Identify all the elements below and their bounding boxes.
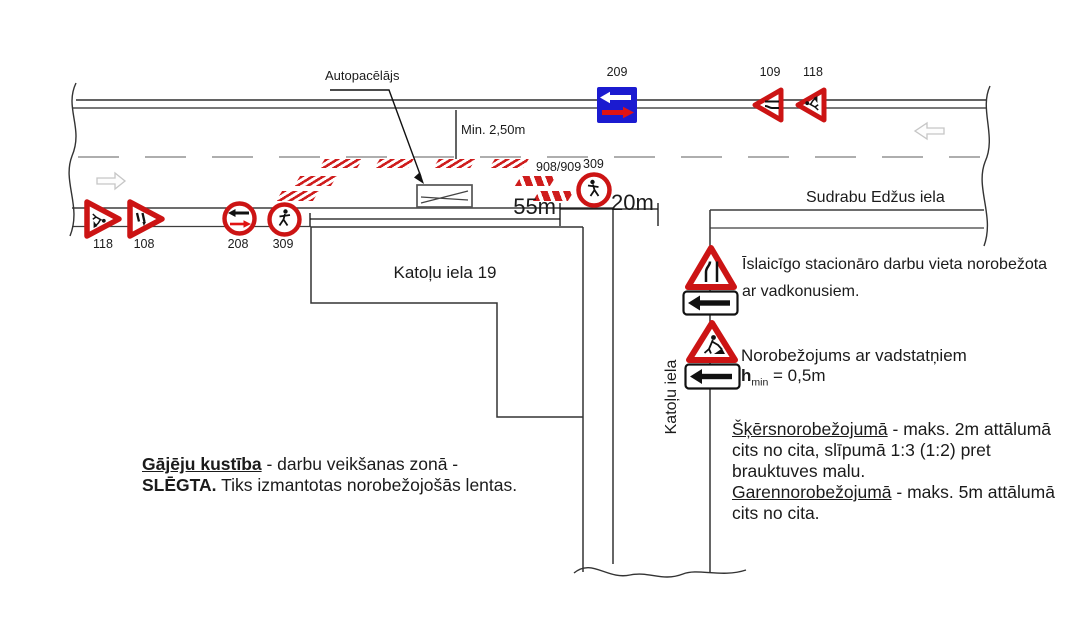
street-label-sudrabu-edzus: Sudrabu Edžus iela: [806, 189, 945, 206]
legend-note-line2: ar vadkonusiem.: [742, 282, 860, 300]
sign-label-209: 209: [606, 65, 628, 79]
hmin-subscript: min: [751, 376, 769, 389]
hmin-symbol: h: [741, 366, 752, 385]
machine-leader-line: [330, 89, 422, 178]
sign-label-208: 208: [227, 237, 249, 251]
barrier-board: [489, 159, 529, 168]
sign-label-118-top: 118: [803, 65, 823, 79]
building-outline: [310, 226, 584, 572]
sign-108-icon: [127, 199, 165, 239]
auto-lift-icon: [416, 184, 473, 208]
sign-label-309-workzone: 309: [583, 157, 604, 171]
break-line-bottom: [573, 567, 747, 578]
barrier-board: [293, 176, 338, 186]
legend-sign-roadworks-icon: [686, 320, 738, 363]
legend-note-hmin: hmin = 0,5m: [741, 366, 825, 388]
barrier-board: [319, 159, 363, 168]
sign-118-roadworks-icon: [795, 87, 827, 123]
barrier-note-l2: cits no cita, slīpumā 1:3 (1:2) pret: [732, 440, 991, 460]
legend-sign-road-narrows-icon: [685, 245, 737, 290]
machine-label: Autopacēlājs: [325, 68, 400, 83]
sign-label-309-left: 309: [272, 237, 294, 251]
legend-note-line1: Īslaicīgo stacionāro darbu vieta norobež…: [742, 256, 1048, 273]
legend-note-vadkonusi: Īslaicīgo stacionāro darbu vieta norobež…: [742, 252, 1072, 305]
sign-label-908-909: 908/909: [536, 160, 582, 174]
pedestrian-note-rest: - darbu veikšanas zonā -: [261, 454, 459, 474]
pedestrian-note: Gājēju kustība - darbu veikšanas zonā - …: [142, 454, 562, 496]
sign-118-roadworks-icon: [84, 199, 122, 239]
eastbound-direction-arrow-icon: [96, 171, 127, 191]
sign-309-no-pedestrians-icon: [267, 202, 302, 237]
sign-label-118-left: 118: [93, 237, 113, 251]
machine-leader-arrowhead: [414, 172, 424, 184]
westbound-direction-arrow-icon: [913, 121, 945, 141]
clearance-label: Min. 2,50m: [461, 122, 526, 137]
street-label-katolu-iela: Katoļu iela: [663, 359, 680, 435]
barrier-board: [433, 159, 476, 168]
sign-209-priority-icon: [597, 87, 637, 123]
barrier-note-r4: - maks. 5m attālumā: [891, 482, 1055, 502]
dimension-55m: 55m: [513, 194, 556, 219]
legend-arrow-board-icon: [682, 290, 739, 316]
sign-208-priority-icon: [222, 201, 257, 236]
barrier-board: [374, 159, 414, 168]
guide-panel-908: [514, 176, 557, 186]
sign-109-road-narrows-icon: [752, 87, 784, 123]
dimension-lines: [309, 203, 659, 226]
break-line-right: [981, 85, 991, 247]
barrier-note-r1: - maks. 2m attālumā: [887, 419, 1052, 439]
sign-label-108: 108: [133, 237, 155, 251]
barrier-note-l3: brauktuves malu.: [732, 461, 866, 481]
barrier-note-l5: cits no cita.: [732, 503, 820, 523]
barrier-note-u2: Garennorobežojumā: [732, 482, 892, 502]
building-label-katolu-19: Katoļu iela 19: [393, 263, 497, 282]
hmin-value: = 0,5m: [768, 366, 826, 385]
barrier-note: Šķērsnorobežojumā - maks. 2m attālumā ci…: [732, 419, 1062, 524]
dimension-20m: 20m: [611, 190, 654, 215]
pedestrian-note-rest2: Tiks izmantotas norobežojošās lentas.: [216, 475, 518, 495]
legend-arrow-board-icon: [684, 363, 741, 390]
barrier-note-u1: Šķērsnorobežojumā: [732, 419, 888, 439]
pedestrian-note-lead: Gājēju kustība: [142, 454, 262, 474]
pedestrian-note-lead2: SLĒGTA.: [142, 475, 217, 495]
sign-label-109: 109: [759, 65, 781, 79]
sign-309-workzone-icon: [576, 172, 612, 208]
legend-note-vadstatni: Norobežojums ar vadstatņiem: [741, 346, 967, 365]
break-line-left: [68, 82, 77, 237]
barrier-board: [275, 191, 320, 201]
